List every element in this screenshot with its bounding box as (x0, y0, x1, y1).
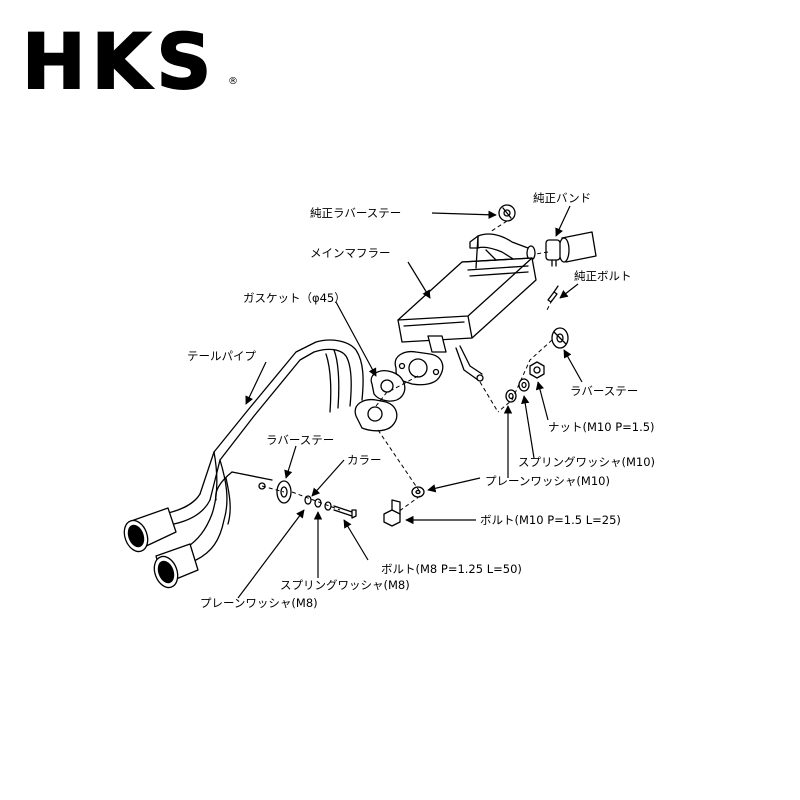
label-spring-washer-m8: スプリングワッシャ(M8) (280, 578, 410, 592)
label-bolt-m10: ボルト(M10 P=1.5 L=25) (480, 513, 621, 527)
label-spring-washer-m10: スプリングワッシャ(M10) (518, 455, 655, 469)
label-nut-m10: ナット(M10 P=1.5) (548, 420, 655, 434)
label-bolt-m8: ボルト(M8 P=1.25 L=50) (381, 562, 522, 576)
label-stock-bolt: 純正ボルト (574, 269, 632, 283)
label-plain-washer-m8: プレーンワッシャ(M8) (200, 596, 318, 610)
label-plain-washer-m10: プレーンワッシャ(M10) (485, 474, 610, 488)
stock-bolt-part (547, 285, 559, 303)
muffler-hanger-arm (455, 345, 484, 382)
muffler-outlet-flange (394, 335, 447, 386)
label-stock-band: 純正バンド (533, 191, 591, 205)
stock-rubber-stay-part (498, 204, 516, 222)
label-stock-rubber-stay: 純正ラバーステー (310, 206, 401, 220)
label-rubber-stay-right: ラバーステー (570, 384, 638, 398)
registered-mark: ® (228, 76, 238, 87)
rubber-stay-left-part (258, 480, 292, 504)
label-main-muffler: メインマフラー (310, 246, 391, 260)
label-rubber-stay-left: ラバーステー (266, 433, 334, 447)
m10-bolt-part (383, 486, 425, 527)
inlet-pipe (469, 233, 536, 263)
leader-lines (237, 205, 583, 599)
tail-pipe-flange (354, 398, 398, 432)
logo-text: HKS (22, 17, 217, 106)
rubber-stay-right-part (551, 327, 569, 349)
label-tail-pipe: テールパイプ (187, 349, 256, 363)
part-labels: 純正ラバーステー 純正バンド メインマフラー 純正ボルト ガスケット（φ45） … (187, 191, 655, 610)
tail-tips (123, 507, 199, 589)
label-collar: カラー (347, 453, 382, 467)
stock-band-part (545, 231, 597, 267)
main-muffler-part (397, 235, 537, 343)
tail-pipe-part (133, 339, 364, 567)
label-gasket: ガスケット（φ45） (243, 291, 346, 305)
m10-fastener-stack (505, 361, 545, 403)
assembly-guides (261, 220, 553, 513)
hks-logo: HKS ® (21, 16, 238, 107)
